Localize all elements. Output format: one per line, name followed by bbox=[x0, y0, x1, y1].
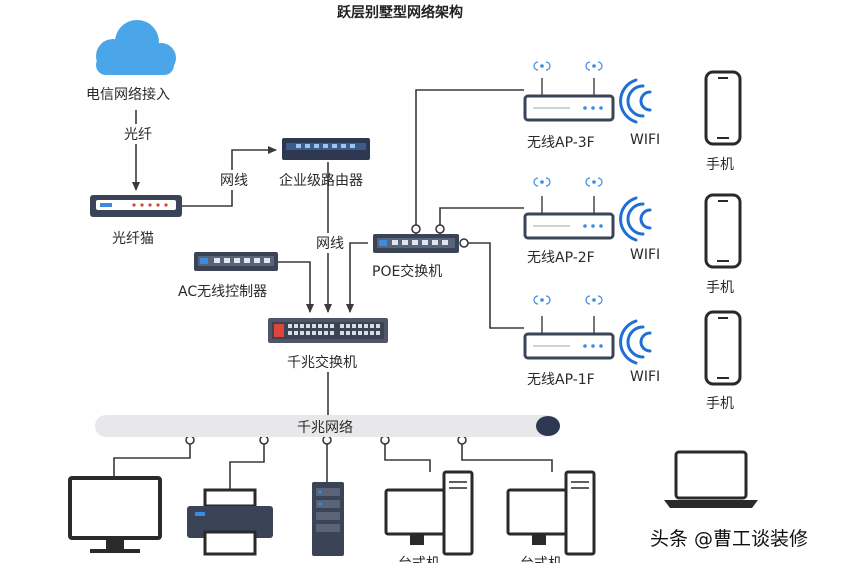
phone-label-1f: 手机 bbox=[706, 396, 734, 412]
desktop-label-1: 台式机 bbox=[398, 553, 440, 563]
phone-label-2f: 手机 bbox=[706, 280, 734, 296]
ac-switch-link bbox=[278, 261, 314, 313]
router-icon bbox=[282, 138, 370, 160]
diagram-title: 跃层别墅型网络架构 bbox=[337, 5, 463, 21]
desktop-label-2: 台式机 bbox=[520, 553, 562, 563]
fiber-link-label: 光纤 bbox=[122, 124, 154, 144]
drop-printer bbox=[229, 443, 265, 490]
phone-icon bbox=[704, 193, 742, 269]
connection-lines bbox=[113, 89, 553, 490]
internet-label: 电信网络接入 bbox=[86, 87, 170, 103]
gswitch-label: 千兆交换机 bbox=[287, 355, 357, 371]
wifi-icon bbox=[619, 319, 652, 365]
server-icon bbox=[312, 482, 344, 556]
ap-2f-label: 无线AP-2F bbox=[527, 250, 595, 266]
wifi-label-2f: WIFI bbox=[630, 247, 661, 263]
ac-label: AC无线控制器 bbox=[178, 284, 268, 300]
phone-label-3f: 手机 bbox=[706, 157, 734, 173]
wifi-icon bbox=[619, 78, 652, 124]
monitor-icon bbox=[68, 476, 162, 553]
ap-3f-label: 无线AP-3F bbox=[527, 135, 595, 151]
poe-switch-link bbox=[346, 242, 368, 313]
switch-icon bbox=[268, 318, 388, 343]
ap-1f-icon bbox=[523, 295, 615, 360]
printer-icon bbox=[187, 488, 273, 556]
poe-ap1-link bbox=[463, 242, 524, 329]
poe-switch-icon bbox=[373, 234, 459, 253]
ap-2f-icon bbox=[523, 177, 615, 240]
router-label: 企业级路由器 bbox=[279, 173, 363, 189]
ap-1f-label: 无线AP-1F bbox=[527, 372, 595, 388]
poe-ap3-link bbox=[415, 89, 524, 234]
wifi-label-3f: WIFI bbox=[630, 132, 661, 148]
wifi-icon bbox=[619, 196, 652, 242]
ont-label: 光纤猫 bbox=[112, 231, 154, 247]
watermark: 头条 @曹工谈装修 bbox=[650, 528, 809, 550]
desktop-icon bbox=[384, 470, 474, 556]
router-link-label: 网线 bbox=[219, 170, 249, 190]
drop-desktop-1 bbox=[384, 443, 431, 472]
backbone-label: 千兆网络 bbox=[297, 420, 353, 436]
poe-ap2-link bbox=[439, 207, 524, 234]
poe-label: POE交换机 bbox=[372, 264, 443, 280]
phone-icon bbox=[704, 310, 742, 386]
cloud-icon bbox=[96, 20, 176, 75]
laptop-icon bbox=[664, 450, 758, 508]
backbone-bar bbox=[95, 415, 560, 437]
port-rings bbox=[185, 224, 469, 445]
drop-desktop-2 bbox=[461, 443, 553, 472]
modem-icon bbox=[90, 195, 182, 217]
drop-monitor bbox=[113, 443, 191, 478]
switch-link-label: 网线 bbox=[315, 233, 345, 253]
phone-icon bbox=[704, 70, 742, 146]
controller-icon bbox=[194, 252, 278, 271]
wifi-label-1f: WIFI bbox=[630, 369, 661, 385]
desktop-icon bbox=[506, 470, 596, 556]
ap-3f-icon bbox=[523, 61, 615, 122]
